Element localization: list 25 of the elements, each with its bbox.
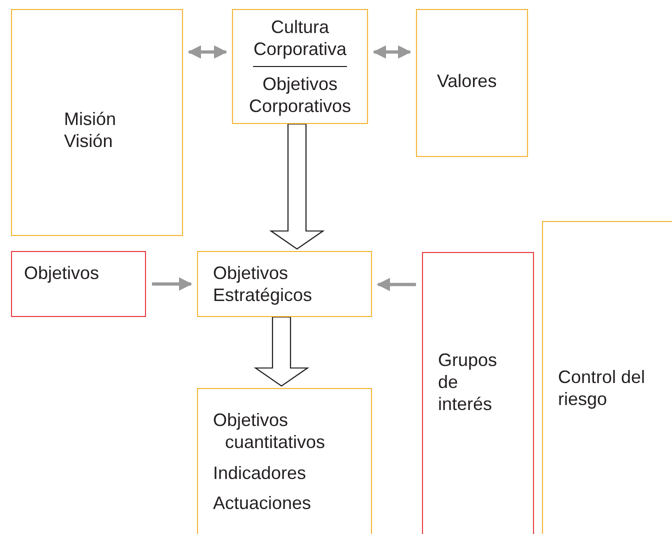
box-label: Control del riesgo xyxy=(558,366,646,410)
arrow xyxy=(372,45,412,59)
box-label: Misión Visión xyxy=(64,108,118,152)
process-box xyxy=(197,251,372,317)
process-box xyxy=(416,9,528,157)
arrow xyxy=(152,277,192,291)
process-box xyxy=(542,221,672,534)
box-label: Objetivos xyxy=(24,262,100,284)
block-arrow xyxy=(254,316,310,387)
box-label: Indicadores xyxy=(213,462,308,484)
box-label: Objetivos cuantitativos xyxy=(213,409,326,453)
process-box xyxy=(11,251,146,317)
arrow xyxy=(376,278,416,292)
box-label: Cultura Corporativa xyxy=(252,16,348,60)
box-label: Objetivos Estratégicos xyxy=(213,262,314,306)
block-arrow xyxy=(269,123,325,250)
process-box xyxy=(197,388,372,534)
process-box xyxy=(11,9,183,236)
box-label: Objetivos Corporativos xyxy=(248,73,352,117)
process-box xyxy=(232,9,368,124)
box-label: Valores xyxy=(437,70,498,92)
box-label: Actuaciones xyxy=(213,492,312,514)
process-box xyxy=(422,252,534,534)
box-label: Grupos de interés xyxy=(438,349,498,415)
arrow xyxy=(188,45,228,59)
